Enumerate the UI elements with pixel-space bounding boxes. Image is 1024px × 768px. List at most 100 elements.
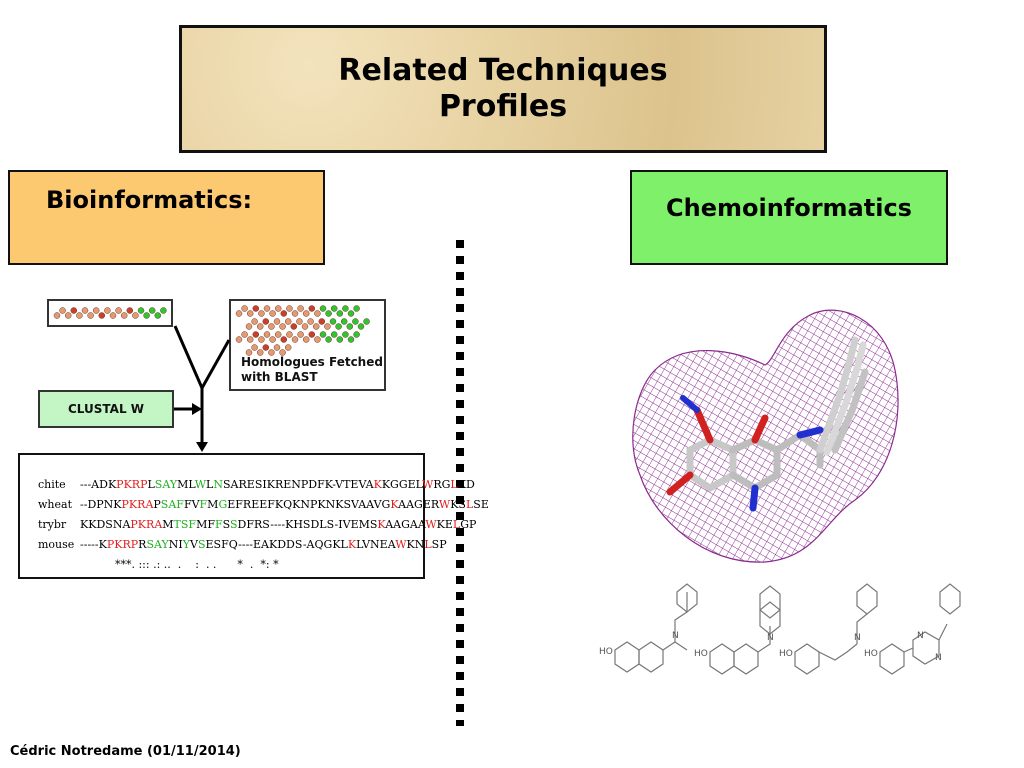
- residue-bead: [132, 312, 139, 319]
- residue-bead: [330, 305, 338, 312]
- residue-bead: [64, 312, 72, 319]
- residue-bead: [160, 307, 167, 314]
- residue-bead: [109, 312, 117, 319]
- residue-bead: [246, 310, 254, 317]
- residue-bead: [59, 307, 66, 314]
- down-arrow-icon: [196, 442, 208, 452]
- residue-bead: [115, 307, 122, 314]
- query-sequence-box: [47, 299, 173, 327]
- bioinformatics-box: Bioinformatics:: [8, 170, 325, 265]
- clustal-box: CLUSTAL W: [38, 390, 174, 428]
- residue-bead: [256, 349, 264, 356]
- residue-bead: [284, 344, 292, 351]
- residue-bead: [325, 310, 332, 317]
- residue-bead: [330, 331, 338, 338]
- alignment-row: wheat--DPNKPKRAPSAFFVFMGEFREEFKQKNPKNKSV…: [38, 495, 489, 515]
- heteroatoms: [666, 395, 824, 512]
- residue-bead: [312, 323, 320, 330]
- chemoinformatics-label: Chemoinformatics: [666, 194, 912, 222]
- residue-bead: [280, 336, 288, 343]
- residue-bead: [154, 312, 162, 319]
- chemoinformatics-box: Chemoinformatics: [630, 170, 948, 265]
- structure-2: [709, 585, 781, 675]
- chemical-structures: HO HO HO HO N N N N N: [599, 583, 961, 675]
- residue-bead: [235, 310, 243, 317]
- residue-bead: [340, 318, 348, 325]
- residue-bead: [291, 310, 299, 317]
- residue-bead: [104, 307, 111, 314]
- alignment-row: chite---ADKPKRPLSAYMLWLNSARESIKRENPDFK-V…: [38, 475, 489, 495]
- n-label-3: N: [854, 633, 861, 643]
- left-merge-line: [173, 325, 204, 389]
- residue-bead: [291, 336, 299, 343]
- ho-label-4: HO: [864, 649, 878, 659]
- residue-bead: [357, 323, 365, 330]
- residue-bead: [336, 310, 344, 317]
- residue-bead: [251, 318, 258, 325]
- residue-bead: [268, 349, 275, 356]
- mesh-surface: [632, 309, 899, 563]
- residue-bead: [290, 323, 298, 330]
- n-label-4: N: [917, 631, 924, 641]
- residue-bead: [256, 323, 264, 330]
- residue-bead: [262, 344, 270, 351]
- residue-bead: [308, 331, 316, 338]
- residue-bead: [274, 305, 282, 312]
- residue-bead: [273, 318, 281, 325]
- molecular-surface-illustration: [632, 309, 899, 563]
- residue-bead: [347, 310, 355, 317]
- ho-label-2: HO: [694, 649, 708, 659]
- residue-bead: [98, 312, 106, 319]
- alignment-row-name: mouse: [38, 538, 75, 551]
- residue-bead: [268, 323, 275, 330]
- homologues-line-2: with BLAST: [241, 370, 318, 384]
- residue-bead: [92, 307, 100, 314]
- residue-bead: [336, 336, 344, 343]
- alignment-row-sequence: ***. ::: .: .. . : . . * . *: *: [80, 558, 279, 571]
- alignment-row-name: trybr: [38, 518, 67, 531]
- residue-bead: [352, 318, 359, 325]
- residue-bead: [70, 307, 78, 314]
- residue-bead: [262, 318, 270, 325]
- residue-bead: [137, 307, 145, 314]
- alignment-row-name: chite: [38, 478, 66, 491]
- residue-bead: [81, 307, 89, 314]
- residue-bead: [325, 336, 332, 343]
- residue-bead: [347, 336, 355, 343]
- structure-4: [879, 583, 961, 675]
- residue-bead: [263, 331, 271, 338]
- residue-bead: [363, 318, 370, 325]
- residue-bead: [329, 318, 337, 325]
- alignment-row: ***. ::: .: .. . : . . * . *: *: [38, 555, 489, 575]
- residue-bead: [296, 318, 303, 325]
- residue-bead: [269, 310, 276, 317]
- bioinformatics-label: Bioinformatics:: [46, 186, 253, 214]
- residue-bead: [314, 310, 321, 317]
- residue-bead: [87, 312, 94, 319]
- residue-bead: [318, 318, 326, 325]
- residue-bead: [53, 312, 61, 319]
- ho-label-1: HO: [599, 647, 613, 657]
- residue-bead: [245, 323, 253, 330]
- residue-bead: [258, 336, 265, 343]
- residue-bead: [143, 312, 150, 319]
- ho-label-3: HO: [779, 649, 793, 659]
- title-line-2: Profiles: [438, 89, 568, 124]
- alignment-row-sequence: KKDSNAPKRAMTSFMFFSSDFRS----KHSDLS-IVEMSK…: [80, 518, 477, 531]
- residue-bead: [241, 331, 248, 338]
- alignment-row-name: [38, 555, 80, 575]
- residue-bead: [319, 331, 327, 338]
- clustal-label: CLUSTAL W: [68, 402, 145, 416]
- alignment-row: trybr KKDSNAPKRAMTSFMFFSSDFRS----KHSDLS-I…: [38, 515, 489, 535]
- alignment-row-sequence: --DPNKPKRAPSAFFVFMGEFREEFKQKNPKNKSVAAVGK…: [80, 498, 489, 511]
- residue-bead: [279, 349, 286, 356]
- alignment-box: chite---ADKPKRPLSAYMLWLNSARESIKRENPDFK-V…: [18, 453, 489, 579]
- residue-bead: [245, 349, 253, 356]
- n-label-1: N: [672, 631, 679, 641]
- residue-bead: [148, 307, 156, 314]
- structure-1: [614, 583, 698, 673]
- residue-bead: [335, 323, 342, 330]
- residue-bead: [273, 344, 281, 351]
- residue-bead: [346, 323, 354, 330]
